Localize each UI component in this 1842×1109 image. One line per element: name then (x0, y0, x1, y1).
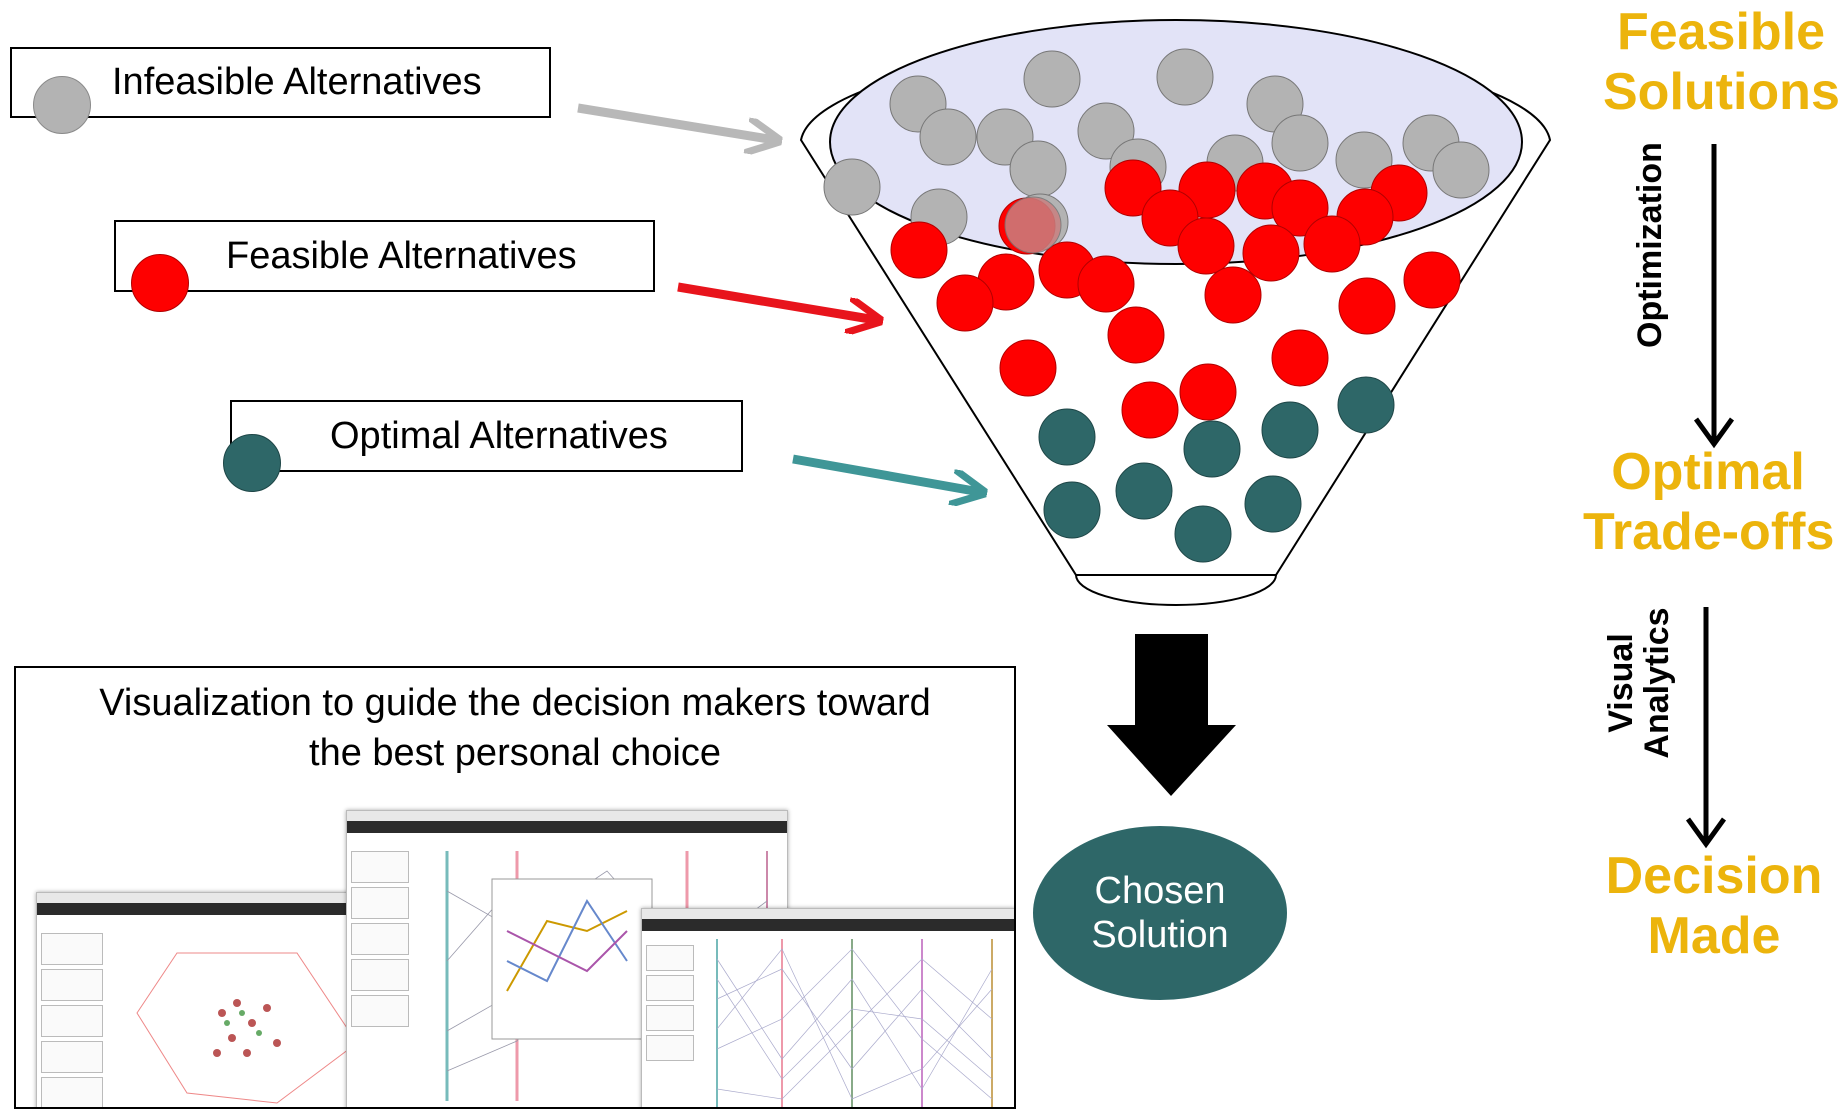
optimal-arrow (792, 454, 980, 492)
legend-feasible: Feasible Alternatives (114, 220, 655, 292)
infeasible-arrow (577, 103, 775, 140)
stage-decision-made: Decision Made (1605, 847, 1823, 965)
infeasible-dot-icon (33, 76, 91, 134)
panel-caption: Visualization to guide the decision make… (99, 682, 931, 774)
stage-feasible-solutions: Feasible Solutions (1603, 3, 1840, 121)
screenshot-thumbnail (641, 908, 1014, 1107)
step-visual-analytics: Visual Analytics (1602, 607, 1676, 759)
legend-infeasible-label: Infeasible Alternatives (112, 61, 482, 103)
feasible-balls (890, 159, 1461, 439)
down-arrow-icon (1107, 634, 1236, 796)
legend-optimal-label: Optimal Alternatives (330, 414, 668, 457)
legend-optimal: Optimal Alternatives (230, 400, 743, 472)
legend-feasible-label: Feasible Alternatives (226, 234, 577, 277)
infeasible-balls (823, 48, 1490, 251)
optimal-balls (1038, 376, 1395, 563)
optimal-dot-icon (223, 434, 281, 492)
flow-arrow-icon (1685, 144, 1735, 849)
feasible-dot-icon (131, 254, 189, 312)
feasible-arrow (677, 282, 876, 320)
chosen-solution: Chosen Solution (1033, 826, 1287, 1000)
legend-infeasible: Infeasible Alternatives (10, 47, 551, 118)
visualization-panel: Visualization to guide the decision make… (14, 666, 1016, 1109)
step-optimization: Optimization (1631, 142, 1669, 348)
stage-optimal-tradeoffs: Optimal Trade-offs (1583, 443, 1835, 561)
